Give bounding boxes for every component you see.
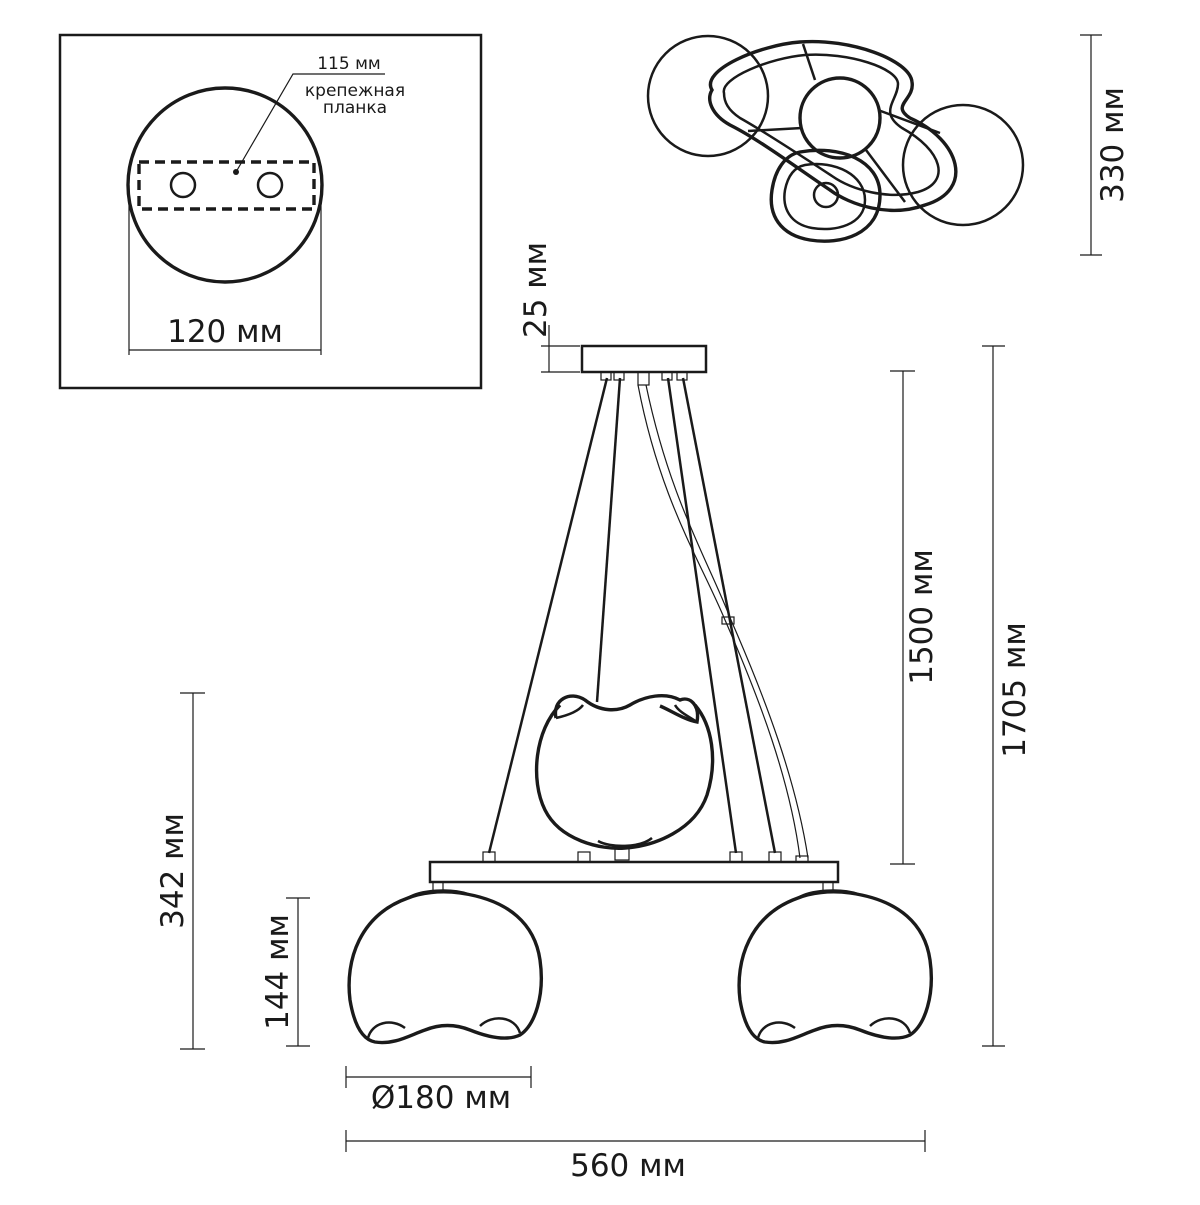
overall-width-label: 560 мм <box>570 1148 686 1184</box>
cable-clamp-4 <box>676 371 688 381</box>
top-shade-front-outer <box>769 148 882 243</box>
cord-clip <box>721 616 735 625</box>
cable-1 <box>487 377 609 854</box>
front-view: 25 мм <box>155 242 1033 1184</box>
power-cord-a <box>637 384 801 859</box>
canopy-detail-view: 115 мм крепежная планка 120 мм <box>58 33 483 390</box>
plate-label-line2: планка <box>323 98 387 118</box>
canopy-height-label: 25 мм <box>518 242 554 338</box>
bar-clamp-3 <box>729 851 743 863</box>
top-view: 330 мм <box>646 34 1131 256</box>
top-canopy <box>798 76 882 160</box>
right-shade-top <box>797 889 859 900</box>
top-frame-inner <box>722 53 940 197</box>
upper-shade-top-rim <box>553 693 700 724</box>
bar-clamp-1 <box>482 851 496 863</box>
overall-height-label: 1705 мм <box>997 622 1033 758</box>
top-shade-right <box>901 103 1025 227</box>
canopy-circle <box>126 86 324 284</box>
left-shade-top <box>407 889 469 900</box>
bar-clamp-2 <box>577 851 591 863</box>
canopy-diameter-label: 120 мм <box>167 314 283 350</box>
mounting-plate <box>137 160 316 211</box>
upper-shade-collar <box>597 836 653 848</box>
plate-label-line1: крепежная <box>305 81 405 101</box>
upper-shade-petal-left <box>555 704 585 720</box>
left-shade-petal-1 <box>366 1021 406 1039</box>
cable-clamp-3 <box>661 371 673 381</box>
detail-frame <box>58 33 483 390</box>
left-shade-body <box>347 890 543 1045</box>
left-shade-petal-2 <box>479 1017 522 1034</box>
top-wire-2 <box>747 126 803 133</box>
upper-shade-socket <box>614 847 630 861</box>
right-shade-petal-2 <box>869 1017 912 1034</box>
cable-clamp-2 <box>613 371 625 381</box>
upper-shade-petal-right <box>673 704 698 724</box>
cable-gland <box>637 371 650 386</box>
right-shade-petal-1 <box>756 1021 796 1039</box>
front-canopy <box>580 344 708 374</box>
top-frame-outer <box>708 39 958 213</box>
plate-leader-line <box>235 73 385 173</box>
top-wire-4 <box>865 149 906 203</box>
cable-3 <box>666 377 738 854</box>
cable-2 <box>595 377 622 703</box>
right-shade-body <box>737 890 933 1045</box>
top-shade-front-inner <box>783 162 867 231</box>
horizontal-bar <box>428 860 840 884</box>
top-wire-1 <box>801 43 817 81</box>
top-shade-front-hole <box>812 181 840 209</box>
cable-clamp-1 <box>600 371 612 381</box>
bar-cord-entry <box>795 855 809 863</box>
top-depth-label: 330 мм <box>1095 87 1131 203</box>
plate-length-label: 115 мм <box>317 54 381 74</box>
mounting-hole-right <box>256 171 284 199</box>
bar-clamp-4 <box>768 851 782 863</box>
top-shade-left <box>646 34 770 158</box>
top-wire-3 <box>877 108 941 135</box>
body-height-label: 342 мм <box>155 813 191 929</box>
shade-height-label: 144 мм <box>260 914 296 1030</box>
power-cord-b <box>645 384 809 859</box>
upper-shade-body <box>534 703 715 850</box>
suspension-label: 1500 мм <box>904 549 940 685</box>
shade-diameter-label: Ø180 мм <box>371 1080 511 1116</box>
mounting-hole-left <box>169 171 197 199</box>
